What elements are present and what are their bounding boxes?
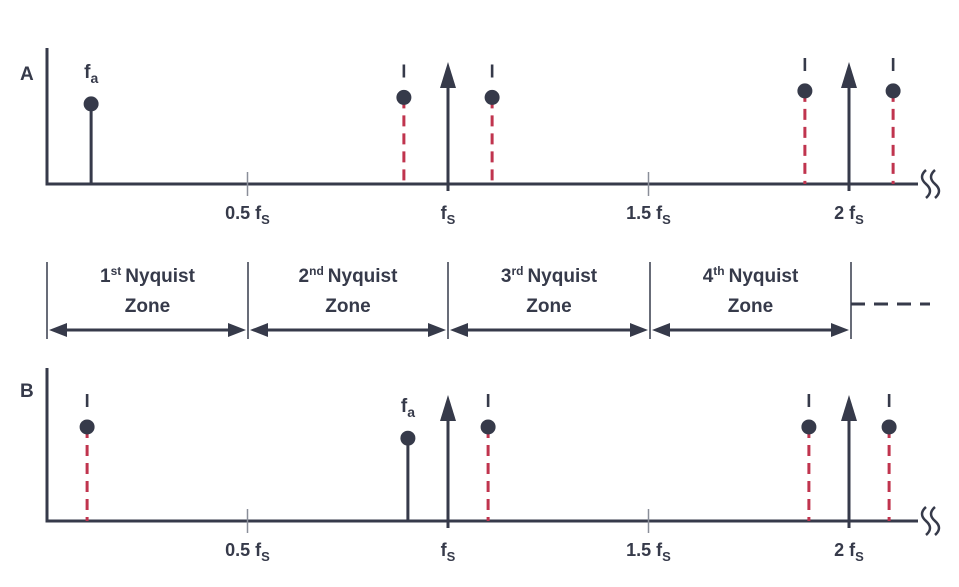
tick-label: fS (441, 540, 456, 564)
image-mark: I (887, 391, 892, 411)
zone-subtitle: Zone (526, 296, 571, 317)
image-dot (801, 419, 817, 435)
tick-label-sub: S (261, 549, 270, 564)
zone-number: 2 (299, 266, 310, 287)
signal-label: fa (401, 396, 415, 420)
arrow-left-icon (250, 323, 268, 337)
image-mark: I (486, 391, 491, 411)
tick-label-sub: S (261, 212, 270, 227)
tick-label-text: 0.5 f (225, 540, 262, 560)
tick-label-text: f (441, 203, 448, 223)
arrow-right-icon (228, 323, 246, 337)
zone-word: Nyquist (729, 266, 799, 287)
axis-break-icon (920, 169, 941, 199)
signal-label-text: f (84, 62, 91, 83)
zone-suffix: nd (309, 264, 324, 278)
image-mark: I (401, 61, 406, 81)
tick-label-text: 2 f (834, 203, 856, 223)
signal-label-text: f (401, 396, 408, 417)
tick-label-text: f (441, 540, 448, 560)
tick-label: 0.5 fS (225, 540, 270, 564)
image-dot (797, 83, 813, 99)
image-mark: I (490, 61, 495, 81)
tick-label-sub: S (855, 549, 864, 564)
panel-label: B (20, 381, 34, 402)
arrow-head-icon (440, 395, 456, 421)
zone-suffix: th (713, 264, 724, 278)
panel-label: A (20, 64, 34, 85)
image-mark: I (891, 55, 896, 75)
zone-word: Nyquist (328, 266, 398, 287)
image-mark: I (802, 55, 807, 75)
zone-number: 4 (703, 266, 714, 287)
image-dot (484, 89, 500, 105)
arrow-right-icon (428, 323, 446, 337)
tick-label: 2 fS (834, 203, 864, 227)
arrow-head-icon (440, 62, 456, 88)
zone-word: Nyquist (125, 266, 195, 287)
tick-label: 2 fS (834, 540, 864, 564)
image-dot (396, 89, 412, 105)
zone-suffix: st (111, 264, 122, 278)
zone-title: 2nd Nyquist (299, 264, 399, 287)
tick-label-sub: S (447, 549, 456, 564)
arrow-head-icon (841, 395, 857, 421)
zone-title: 4th Nyquist (703, 264, 799, 287)
zone-title: 3rd Nyquist (501, 264, 598, 287)
arrow-left-icon (652, 323, 670, 337)
image-mark: I (85, 391, 90, 411)
tick-label-text: 1.5 f (626, 203, 663, 223)
arrow-head-icon (841, 62, 857, 88)
tick-label-sub: S (855, 212, 864, 227)
axis-break-icon (920, 506, 941, 536)
image-mark: I (806, 391, 811, 411)
image-dot (885, 83, 901, 99)
signal-label-sub: a (407, 404, 415, 420)
tick-label: 0.5 fS (225, 203, 270, 227)
signal-dot (400, 430, 416, 446)
image-dot (79, 419, 95, 435)
arrow-right-icon (831, 323, 849, 337)
tick-label-text: 1.5 f (626, 540, 663, 560)
zone-word: Nyquist (527, 266, 597, 287)
tick-label-sub: S (662, 212, 671, 227)
tick-label: fS (441, 203, 456, 227)
arrow-left-icon (450, 323, 468, 337)
tick-label-text: 2 f (834, 540, 856, 560)
image-dot (480, 419, 496, 435)
arrow-left-icon (49, 323, 67, 337)
tick-label-sub: S (662, 549, 671, 564)
arrow-right-icon (630, 323, 648, 337)
tick-label-sub: S (447, 212, 456, 227)
tick-label-text: 0.5 f (225, 203, 262, 223)
zone-subtitle: Zone (728, 296, 773, 317)
tick-label: 1.5 fS (626, 540, 671, 564)
tick-label: 1.5 fS (626, 203, 671, 227)
zone-subtitle: Zone (125, 296, 170, 317)
zone-number: 3 (501, 266, 512, 287)
signal-label: fa (84, 62, 98, 86)
signal-label-sub: a (90, 70, 98, 86)
zone-subtitle: Zone (325, 296, 370, 317)
signal-dot (83, 96, 99, 112)
zone-number: 1 (100, 266, 111, 287)
image-dot (881, 419, 897, 435)
zone-suffix: rd (511, 264, 523, 278)
